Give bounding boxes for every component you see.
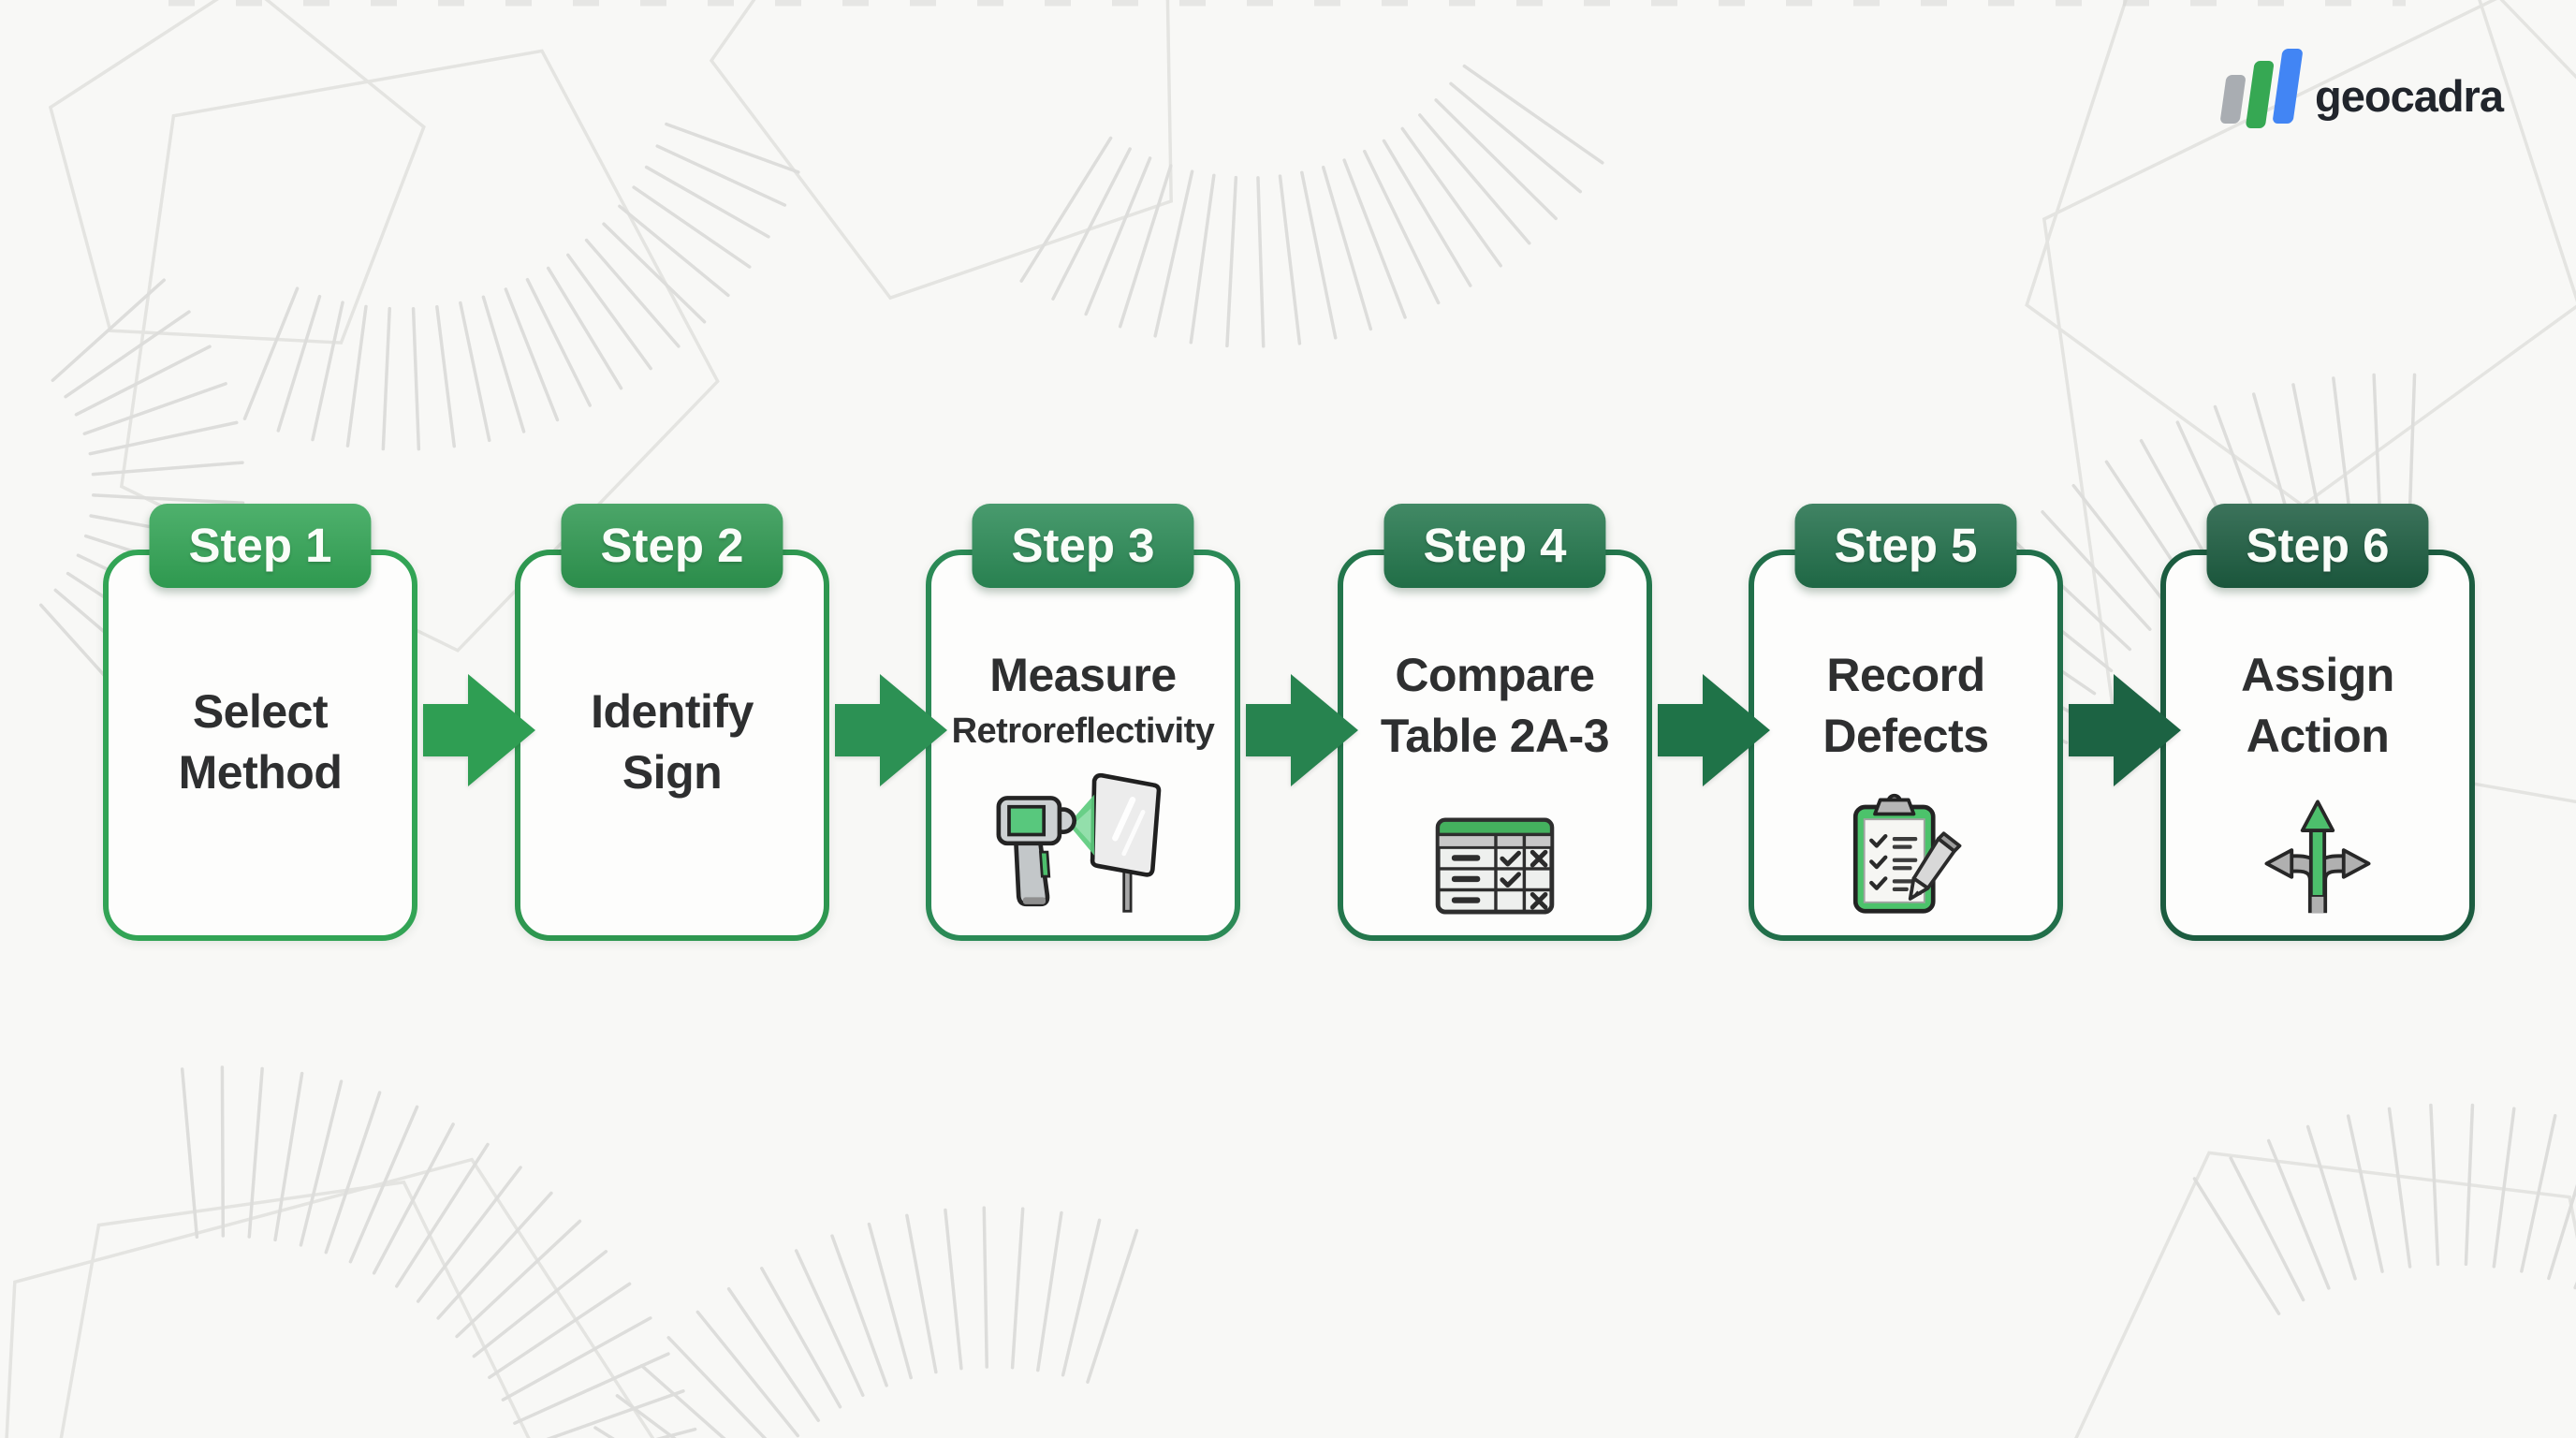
- brand-name: geocadra: [2315, 71, 2504, 121]
- arrow-right-icon: [1246, 674, 1358, 786]
- step-badge: Step 4: [1383, 504, 1606, 588]
- step-icon-slot: [2249, 767, 2386, 915]
- step-title-line: Compare: [1395, 649, 1595, 701]
- arrow-right-icon: [835, 674, 947, 786]
- step-title-line: Identify: [591, 685, 754, 738]
- step-title-line: Record: [1826, 649, 1985, 701]
- logo-bar: [2245, 61, 2275, 128]
- step-title-line: Measure: [989, 649, 1177, 701]
- step-badge: Step 3: [972, 504, 1194, 588]
- logo: geocadra: [2219, 49, 2504, 128]
- step-badge: Step 2: [561, 504, 783, 588]
- step-icon-slot: [991, 765, 1175, 915]
- logo-bar: [2272, 49, 2304, 124]
- step-title-line: Select: [192, 685, 329, 738]
- step-icon-slot: [1435, 767, 1555, 915]
- step-title-line: Table 2A-3: [1380, 710, 1610, 762]
- step-card-content: Measure Retroreflectivity: [931, 555, 1235, 935]
- arrow-right-icon: [2069, 674, 2181, 786]
- retroreflectometer-icon: [996, 772, 1162, 913]
- decision-arrows-icon: [2264, 800, 2371, 914]
- step-badge: Step 6: [2206, 504, 2429, 588]
- step-badge: Step 5: [1794, 504, 2017, 588]
- step-title-line: Method: [178, 746, 343, 799]
- step-subtitle: Retroreflectivity: [951, 712, 1215, 751]
- logo-bars-icon: [2219, 49, 2304, 128]
- step-title-line: Sign: [622, 746, 723, 799]
- step-card: Step 3 Measure Retroreflectivity: [926, 504, 1240, 941]
- comparison-table-icon: [1435, 817, 1555, 915]
- step-icon-slot: [1845, 767, 1967, 915]
- arrow-right-icon: [1658, 674, 1770, 786]
- step-title-line: Action: [2246, 710, 2390, 762]
- step-title-line: Defects: [1822, 710, 1989, 762]
- defects-checklist-icon: [1852, 793, 1962, 914]
- step-badge: Step 1: [149, 504, 372, 588]
- arrow-right-icon: [423, 674, 535, 786]
- step-title-line: Assign: [2241, 649, 2394, 701]
- step-title: Measure: [989, 645, 1177, 706]
